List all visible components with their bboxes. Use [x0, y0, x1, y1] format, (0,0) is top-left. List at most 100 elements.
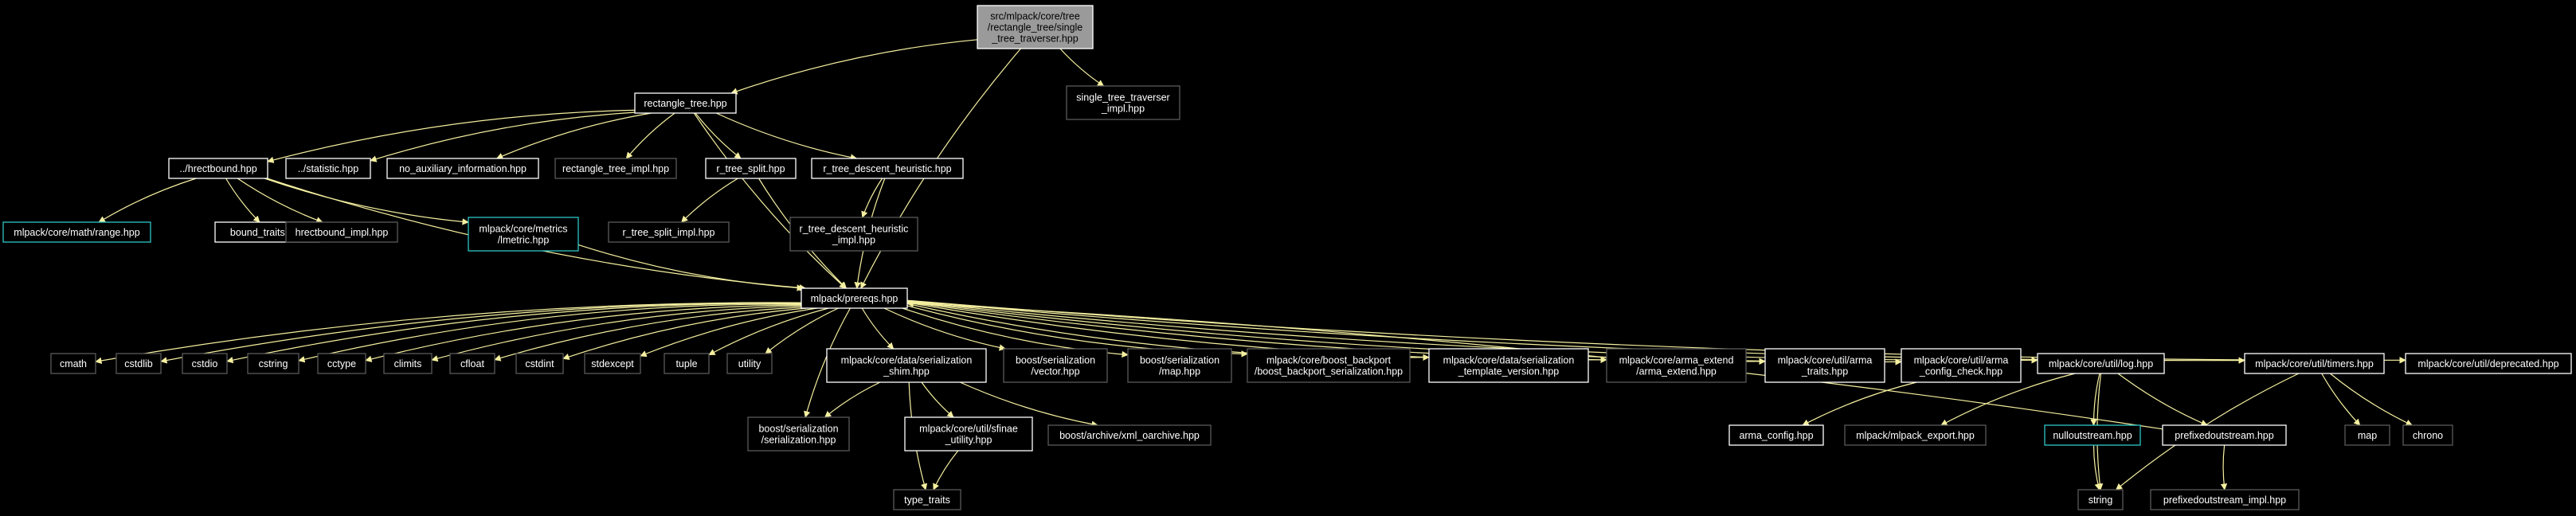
node-label: /vector.hpp: [1031, 366, 1079, 377]
edge-prereqs-to-cmath: [95, 302, 802, 365]
node-arma-config-check[interactable]: mlpack/core/util/arma_config_check.hpp: [1901, 348, 2022, 383]
node-stdexcept[interactable]: stdexcept: [584, 353, 641, 374]
node-box: [2150, 489, 2300, 510]
node-label: string: [2089, 494, 2113, 506]
node-label: mlpack/core/data/serialization: [1443, 355, 1575, 366]
node-mlpack-export[interactable]: mlpack/mlpack_export.hpp: [1844, 424, 1987, 446]
node-label: type_traits: [904, 494, 950, 506]
node-label: mlpack/core/util/arma: [1778, 355, 1873, 366]
edge-log-to-nulloutstream: [2090, 373, 2100, 426]
node-label: /lmetric.hpp: [498, 235, 550, 246]
node-box: [904, 416, 1033, 452]
node-arma-extend[interactable]: mlpack/core/arma_extend/arma_extend.hpp: [1606, 348, 1747, 383]
node-r-tree-split-impl[interactable]: r_tree_split_impl.hpp: [608, 221, 730, 243]
node-label: mlpack/core/util/timers.hpp: [2255, 358, 2374, 369]
node-nulloutstream[interactable]: nulloutstream.hpp: [2044, 424, 2141, 446]
edge-prereqs-to-stdexcept: [640, 307, 818, 358]
node-label: _traits.hpp: [1801, 366, 1848, 377]
node-box: [2402, 424, 2453, 446]
node-cstring[interactable]: cstring: [247, 353, 299, 374]
node-label: map: [2358, 430, 2377, 441]
node-boost-backport[interactable]: mlpack/core/boost_backport/boost_backpor…: [1247, 348, 1411, 383]
edge-rectangle_tree-to-r_tree_split: [695, 112, 742, 159]
node-label: prefixedoutstream_impl.hpp: [2163, 494, 2286, 506]
node-xml-oarchive[interactable]: boost/archive/xml_oarchive.hpp: [1047, 424, 1212, 446]
node-box: [115, 353, 162, 374]
node-range[interactable]: mlpack/core/math/range.hpp: [2, 221, 151, 243]
edge-rectangle_tree-to-rt_impl: [625, 112, 675, 159]
node-prefixedoutstream-impl[interactable]: prefixedoutstream_impl.hpp: [2150, 489, 2300, 510]
node-label: cstdio: [192, 358, 218, 369]
node-label: _tree_traverser.hpp: [991, 33, 1078, 45]
node-boost-vector[interactable]: boost/serialization/vector.hpp: [1003, 348, 1108, 383]
node-cfloat[interactable]: cfloat: [449, 353, 495, 374]
node-cstdio[interactable]: cstdio: [182, 353, 228, 374]
node-arma-traits[interactable]: mlpack/core/util/arma_traits.hpp: [1764, 348, 1885, 383]
node-label: prefixedoutstream.hpp: [2175, 430, 2273, 441]
node-label: arma_config.hpp: [1739, 430, 1813, 441]
node-label: mlpack/core/arma_extend: [1619, 355, 1734, 366]
node-box: [247, 353, 299, 374]
node-boost-map[interactable]: boost/serialization/map.hpp: [1127, 348, 1232, 383]
edge-log-to-mlpack_export: [1940, 373, 2076, 426]
node-r-tree-dh[interactable]: r_tree_descent_heuristic.hpp: [811, 158, 964, 179]
node-arma-config[interactable]: arma_config.hpp: [1728, 424, 1824, 446]
node-box: [1901, 348, 2022, 383]
node-prereqs[interactable]: mlpack/prereqs.hpp: [801, 287, 908, 309]
node-serialization-tv[interactable]: mlpack/core/data/serialization_template_…: [1428, 348, 1589, 383]
node-timers[interactable]: mlpack/core/util/timers.hpp: [2244, 353, 2385, 374]
node-hrectbound[interactable]: ../hrectbound.hpp: [168, 158, 268, 179]
node-box: [1764, 348, 1885, 383]
node-label: cfloat: [460, 358, 484, 369]
node-hrectbound-impl[interactable]: hrectbound_impl.hpp: [285, 221, 398, 243]
node-no-aux[interactable]: no_auxiliary_information.hpp: [386, 158, 539, 179]
node-type-traits[interactable]: type_traits: [893, 489, 961, 510]
node-box: [515, 353, 564, 374]
node-cctype[interactable]: cctype: [317, 353, 366, 374]
node-box: [1066, 85, 1180, 120]
node-climits[interactable]: climits: [383, 353, 433, 374]
node-box: [893, 489, 961, 510]
node-prefixedoutstream[interactable]: prefixedoutstream.hpp: [2162, 424, 2287, 446]
node-label: boost/archive/xml_oarchive.hpp: [1059, 430, 1200, 441]
node-string[interactable]: string: [2077, 489, 2124, 510]
node-box: [811, 158, 964, 179]
edge-prereqs-to-deprecated: [906, 299, 2406, 364]
node-lmetric[interactable]: mlpack/core/metrics/lmetric.hpp: [468, 217, 579, 252]
node-label: chrono: [2413, 430, 2443, 441]
node-rt-impl[interactable]: rectangle_tree_impl.hpp: [554, 158, 677, 179]
node-label: r_tree_descent_heuristic: [800, 224, 909, 235]
node-root[interactable]: src/mlpack/core/tree/rectangle_tree/sing…: [977, 5, 1094, 49]
node-label: mlpack/core/util/sfinae: [919, 424, 1018, 435]
node-box: [182, 353, 228, 374]
node-box: [468, 217, 579, 252]
node-cstdlib[interactable]: cstdlib: [115, 353, 162, 374]
node-r-tree-dh-impl[interactable]: r_tree_descent_heuristic_impl.hpp: [789, 217, 918, 252]
node-label: /boost_backport_serialization.hpp: [1255, 366, 1403, 377]
node-label: mlpack/mlpack_export.hpp: [1856, 430, 1975, 441]
node-label: boost/serialization: [1016, 355, 1095, 366]
node-cstdint[interactable]: cstdint: [515, 353, 564, 374]
node-label: climits: [394, 358, 422, 369]
edge-prereqs-to-cstring: [298, 303, 802, 363]
node-label: nulloutstream.hpp: [2053, 430, 2132, 441]
node-map[interactable]: map: [2344, 424, 2390, 446]
node-sfinae[interactable]: mlpack/core/util/sfinae_utility.hpp: [904, 416, 1033, 452]
edge-rectangle_tree-to-hrectbound: [267, 109, 636, 163]
node-tuple[interactable]: tuple: [664, 353, 710, 374]
node-boost-serialization[interactable]: boost/serialization/serialization.hpp: [747, 416, 850, 452]
node-log[interactable]: mlpack/core/util/log.hpp: [2037, 353, 2165, 374]
edge-prereqs-to-serialization_shim: [861, 307, 895, 350]
node-deprecated[interactable]: mlpack/core/util/deprecated.hpp: [2405, 353, 2572, 374]
node-r-tree-split[interactable]: r_tree_split.hpp: [705, 158, 797, 179]
node-label: mlpack/prereqs.hpp: [811, 293, 898, 304]
node-rectangle-tree[interactable]: rectangle_tree.hpp: [634, 92, 737, 114]
node-cmath[interactable]: cmath: [50, 353, 96, 374]
node-single-tree-traverser-impl[interactable]: single_tree_traverser_impl.hpp: [1066, 85, 1180, 120]
node-label: _impl.hpp: [832, 235, 875, 246]
node-statistic[interactable]: ../statistic.hpp: [285, 158, 371, 179]
node-serialization-shim[interactable]: mlpack/core/data/serialization_shim.hpp: [826, 348, 987, 383]
node-utility[interactable]: utility: [726, 353, 773, 374]
node-chrono[interactable]: chrono: [2402, 424, 2453, 446]
